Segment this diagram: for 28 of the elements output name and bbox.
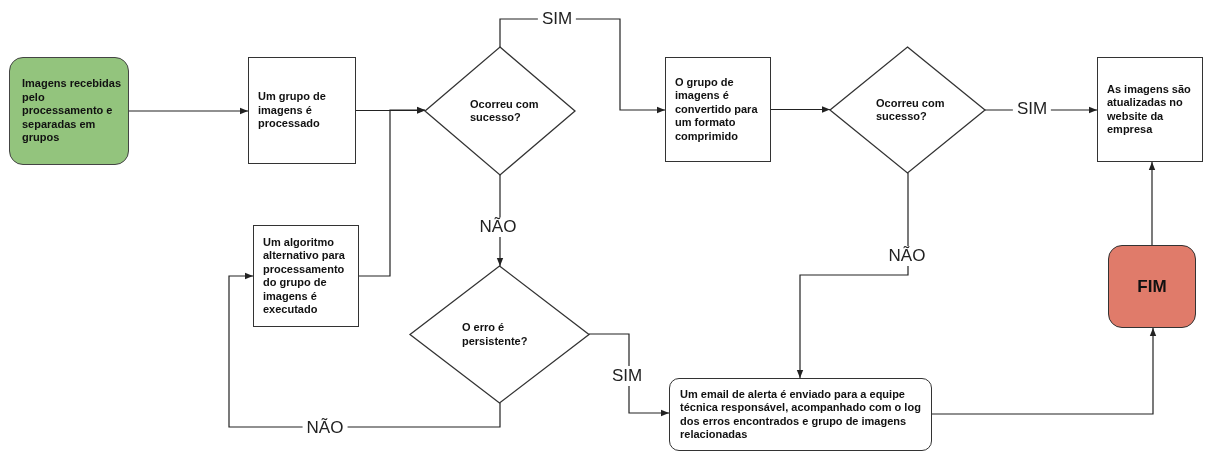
decision-diamond <box>425 47 575 175</box>
node-text: Um algoritmo alternativo para processamento do grupo de imagens é executado <box>263 235 346 317</box>
decision-diamond <box>410 266 589 403</box>
node-text: Um grupo de imagens é processado <box>258 90 327 131</box>
arrow <box>358 106 426 277</box>
process-box <box>1097 57 1203 162</box>
arrow <box>770 106 831 113</box>
process-box <box>669 378 932 451</box>
end-terminal <box>1108 245 1196 328</box>
node-text: FIM <box>1136 276 1168 297</box>
start-terminal <box>9 57 129 165</box>
process-box <box>665 57 771 162</box>
node-text: Um email de alerta é enviado para a equipe técnica responsável, acompanhado com o log dos erros encontrados e grupo de imagens relacionadas <box>680 387 922 442</box>
process-box <box>253 225 359 327</box>
arrow <box>128 107 249 115</box>
node-text: As imagens são atualizadas no website da empresa <box>1107 82 1192 137</box>
arrow <box>931 327 1157 415</box>
node-text: O erro é persistente? <box>462 321 529 348</box>
arrow <box>588 333 670 417</box>
arrow <box>796 172 909 379</box>
process-box <box>248 57 356 164</box>
node-text: Ocorreu com sucesso? <box>876 96 946 124</box>
node-text: Imagens recebidas pelo processamento e separadas em grupos <box>22 77 122 145</box>
node-text: O grupo de imagens é convertido para um formato comprimido <box>675 75 759 144</box>
node-text: Ocorreu com sucesso? <box>470 97 540 125</box>
arrow <box>228 272 501 428</box>
decision-diamond <box>830 47 985 173</box>
arrow <box>1148 161 1156 246</box>
